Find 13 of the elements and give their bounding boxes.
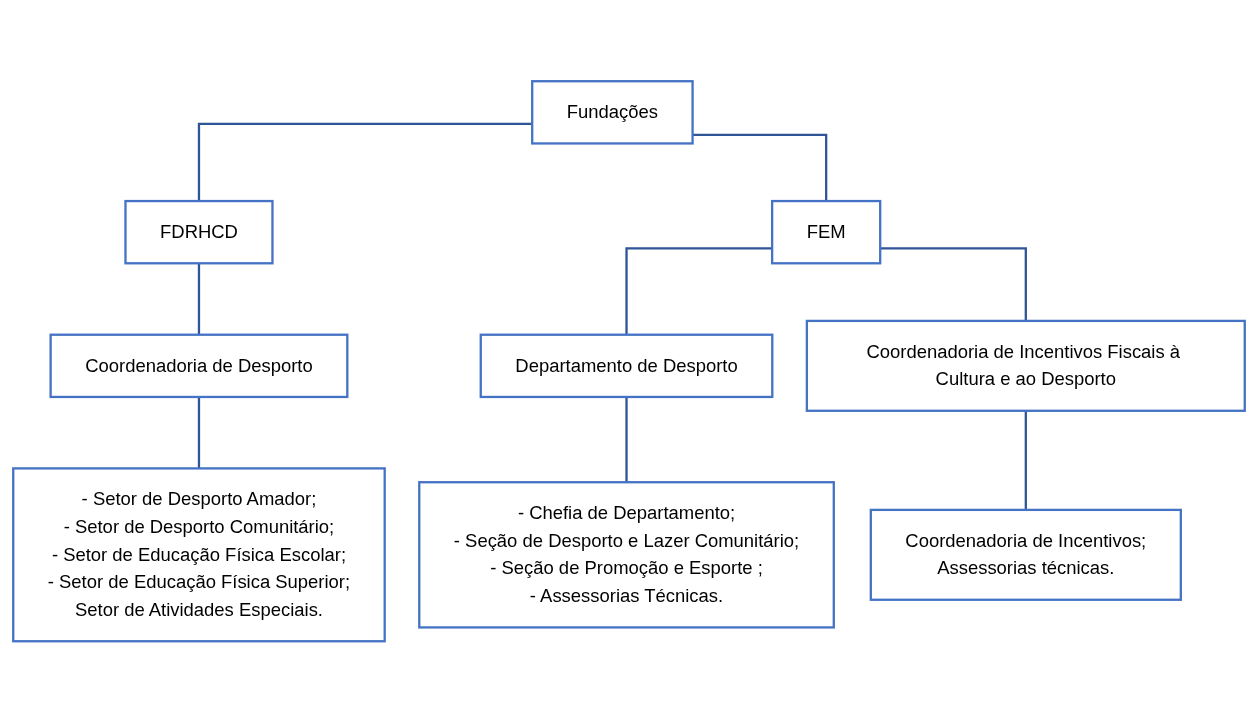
connector <box>197 122 533 201</box>
connector <box>692 133 828 201</box>
connector <box>625 247 773 335</box>
node-box: Coordenadoria de Desporto <box>49 333 349 398</box>
node-box: Coordenadoria de Incentivos; Assessorias técnicas. <box>869 508 1182 601</box>
node-box: FDRHCD <box>124 199 274 265</box>
node-box: Fundações <box>531 79 694 145</box>
node-box: Departamento de Desporto <box>479 333 774 398</box>
node-box: - Setor de Desporto Amador; - Setor de Desporto Comunitário; - Setor de Educação Física Escolar; - Setor de Educação Física Superior; Setor de Atividades Especiais. <box>12 467 386 643</box>
node-box: - Chefia de Departamento; - Seção de Desporto e Lazer Comunitário; - Seção de Promoção e Esporte ; - Assessorias Técnicas. <box>418 480 835 629</box>
node-box: FEM <box>771 199 882 265</box>
node-box: Coordenadoria de Incentivos Fiscais à Cultura e ao Desporto <box>805 319 1246 412</box>
connector <box>880 247 1027 321</box>
